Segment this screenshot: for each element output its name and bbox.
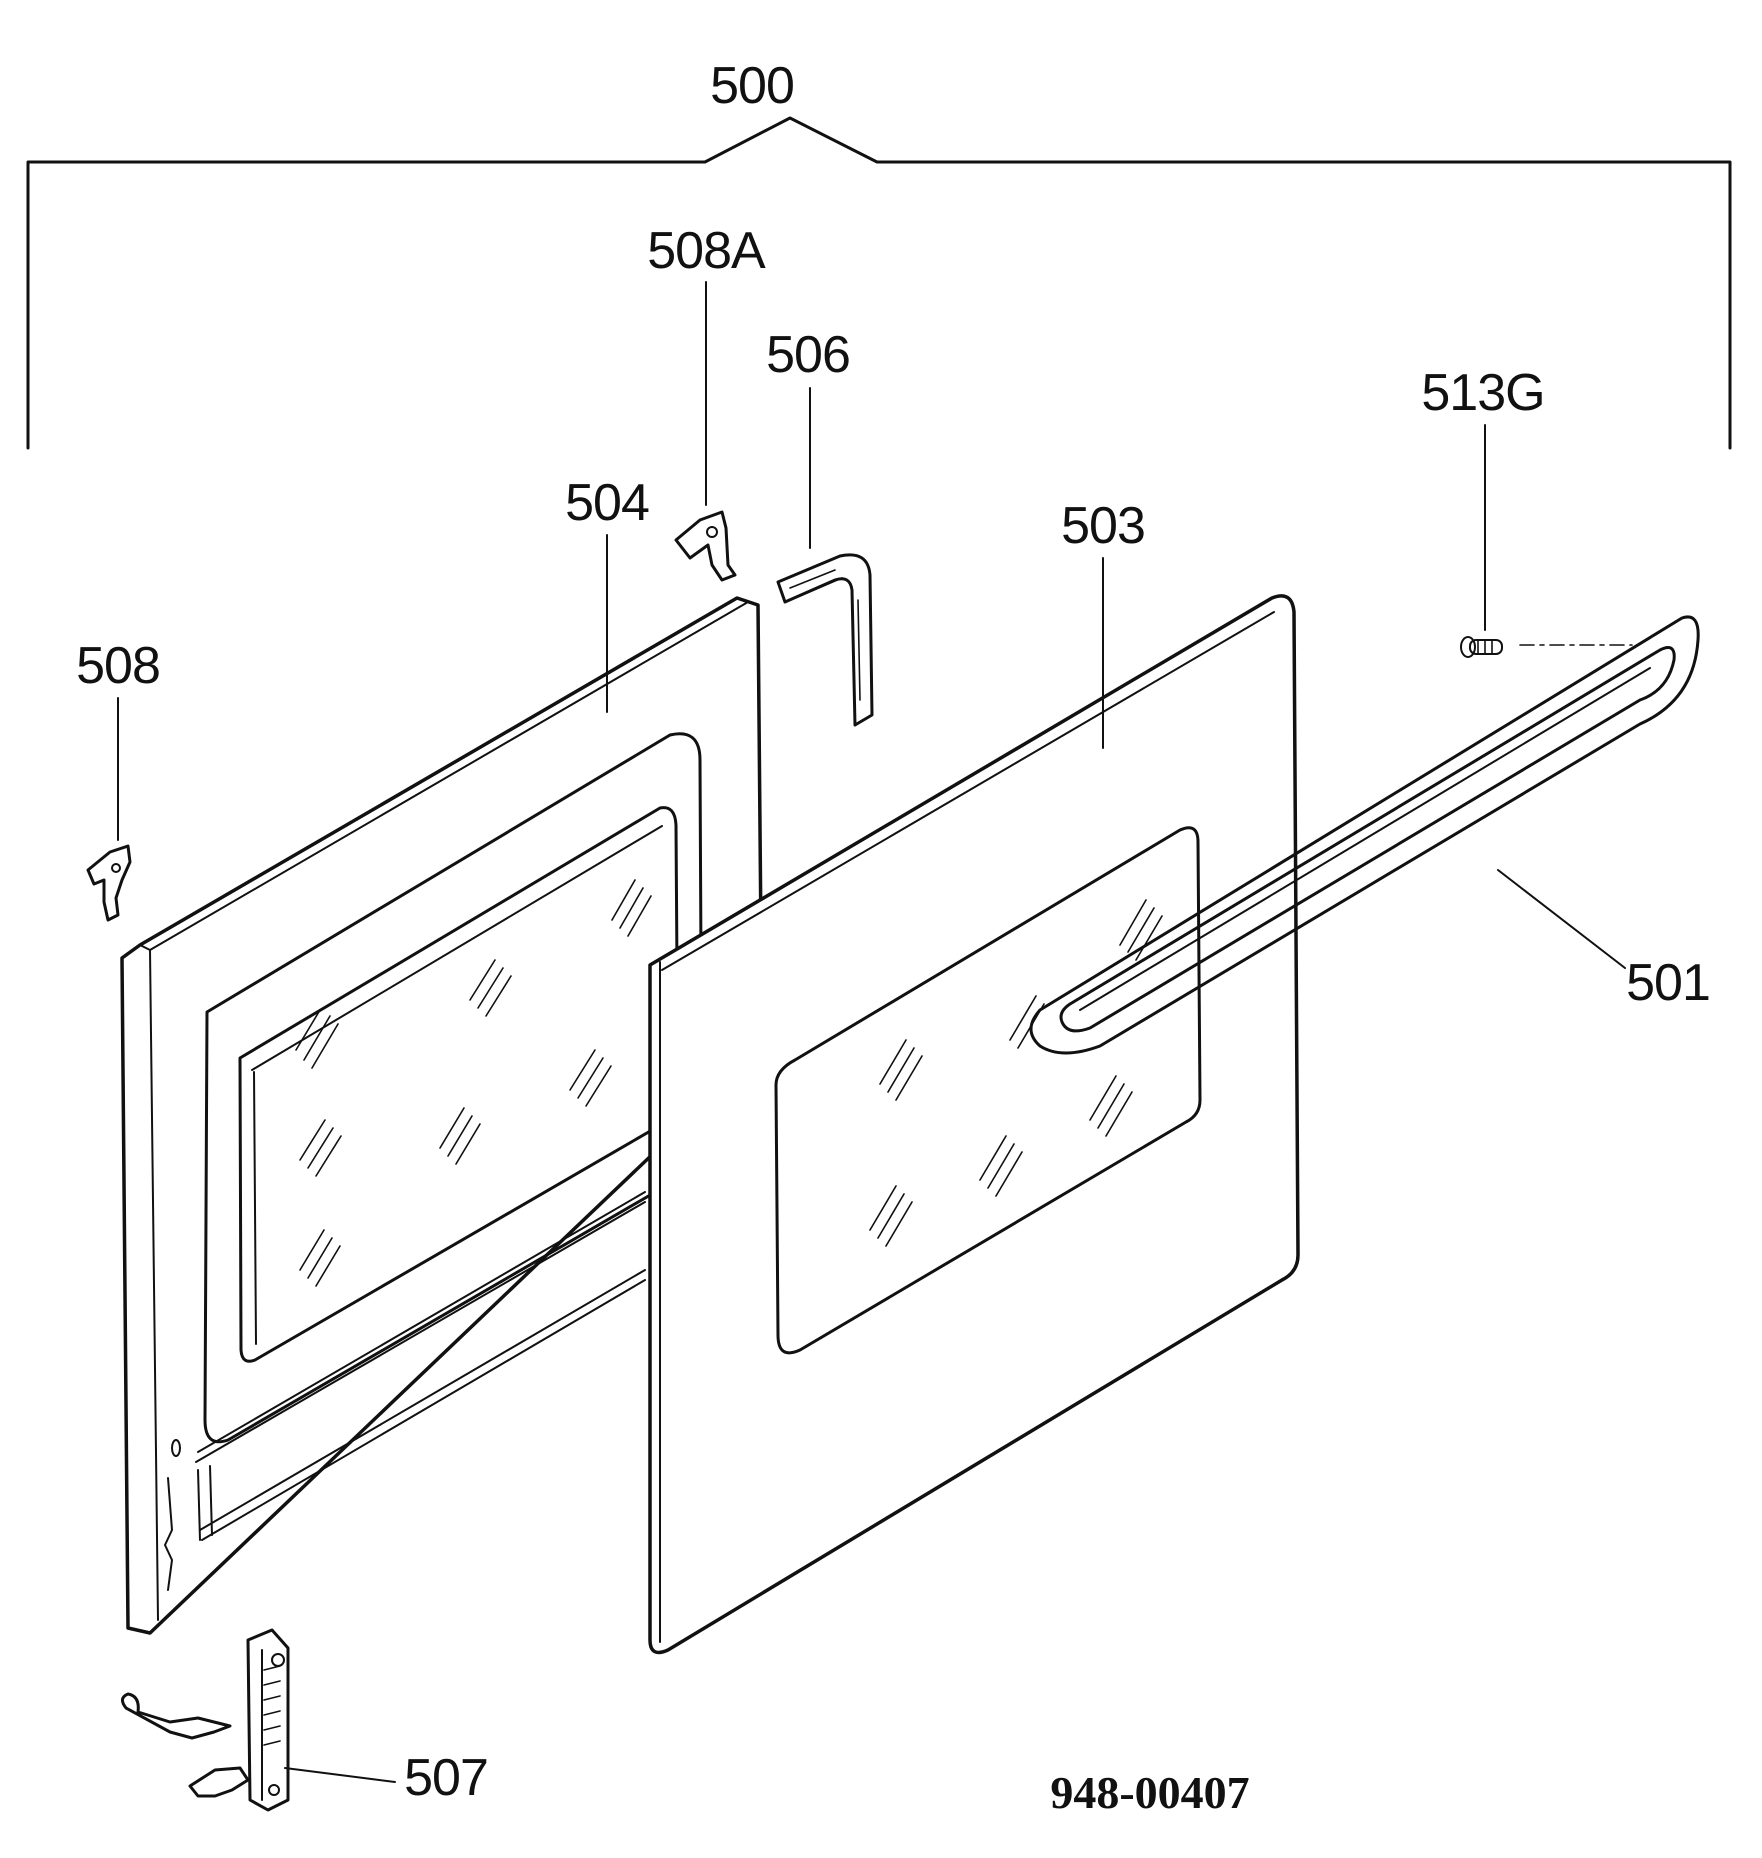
label-506: 506 bbox=[766, 326, 850, 384]
leader-501 bbox=[1497, 869, 1626, 969]
document-number: 948-00407 bbox=[1050, 1767, 1249, 1818]
glass-reflection-marks bbox=[295, 879, 652, 1287]
door-seal bbox=[776, 553, 874, 727]
outer-glass-panel bbox=[648, 594, 1300, 1655]
hinge bbox=[121, 1628, 290, 1812]
label-508: 508 bbox=[76, 637, 160, 695]
label-501: 501 bbox=[1626, 954, 1710, 1012]
assembly-bracket bbox=[26, 116, 1732, 450]
clip-top bbox=[674, 510, 737, 582]
label-507: 507 bbox=[404, 1749, 488, 1807]
label-504: 504 bbox=[565, 474, 649, 532]
screw bbox=[1460, 636, 1633, 658]
label-508A: 508A bbox=[647, 222, 766, 280]
label-513G: 513G bbox=[1421, 364, 1544, 422]
leader-507 bbox=[284, 1767, 396, 1783]
door-handle bbox=[1029, 615, 1700, 1055]
label-500: 500 bbox=[710, 57, 794, 115]
label-503: 503 bbox=[1061, 497, 1145, 555]
clip-left bbox=[86, 844, 132, 922]
inner-door-panel bbox=[120, 596, 764, 1635]
